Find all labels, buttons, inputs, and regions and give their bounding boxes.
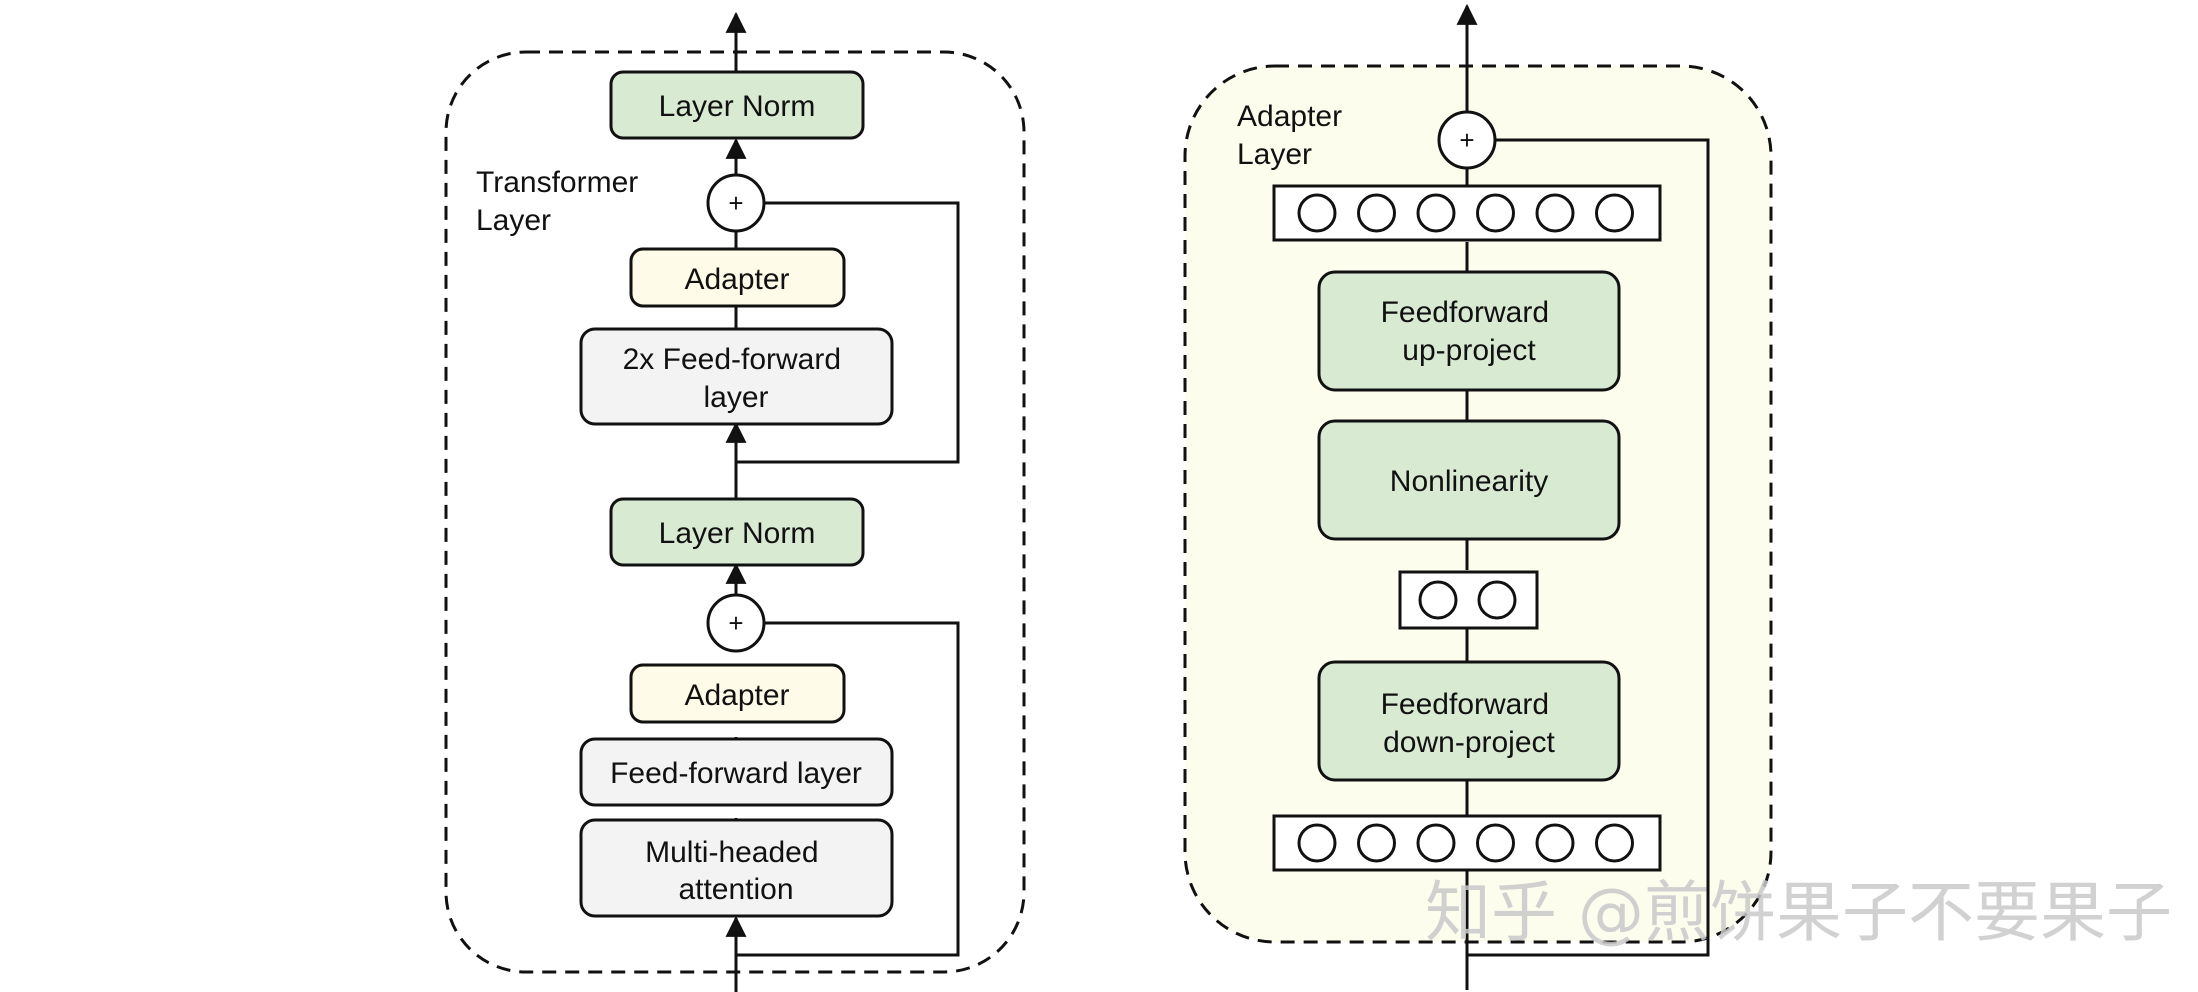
- adapter-block-bottom: Adapter: [629, 663, 846, 724]
- bottleneck-unit: [1418, 580, 1458, 620]
- input-unit: [1416, 823, 1456, 863]
- feed-forward-2x-block: 2x Feed-forward layer: [579, 327, 894, 426]
- output-unit: [1535, 193, 1575, 233]
- output-unit: [1476, 193, 1515, 233]
- adapter-block-top: Adapter: [629, 247, 846, 308]
- svg-text:Adapter: Adapter: [684, 679, 789, 712]
- nonlinearity-block: Nonlinearity: [1317, 419, 1621, 541]
- input-unit: [1535, 823, 1575, 863]
- svg-text:Adapter: Adapter: [684, 263, 789, 296]
- svg-text:Multi-headed attention: Multi-headed attention: [645, 836, 827, 906]
- svg-text:Layer Norm: Layer Norm: [659, 517, 816, 550]
- output-unit: [1357, 193, 1396, 233]
- svg-text:Feedforward up-project: Feedforward up-project: [1381, 296, 1558, 367]
- svg-text:+: +: [728, 608, 743, 638]
- svg-text:Layer Norm: Layer Norm: [659, 90, 816, 123]
- attention-block: Multi-headed attention: [579, 818, 894, 918]
- watermark: 知乎 @煎饼果子不要果子: [1425, 874, 2172, 951]
- output-unit: [1297, 193, 1337, 233]
- up-project-block: Feedforward up-project: [1317, 270, 1621, 392]
- output-unit: [1595, 193, 1634, 233]
- bottleneck-units-layer: [1398, 570, 1539, 630]
- transformer-layer-panel: Transformer Layer Multi-headed attention: [444, 11, 1026, 992]
- transformer-layer-label: Transformer Layer: [476, 166, 647, 237]
- adapter-layer-label: Adapter Layer: [1237, 100, 1350, 171]
- adapter-layer-panel: Adapter Layer Feedforward down-projec: [1183, 3, 1773, 990]
- layer-norm-top: Layer Norm: [609, 70, 865, 140]
- svg-text:Nonlinearity: Nonlinearity: [1390, 465, 1548, 498]
- adapter-flow-lines: [1456, 3, 1710, 990]
- svg-text:+: +: [1459, 125, 1474, 155]
- input-unit: [1357, 823, 1396, 863]
- input-unit: [1476, 823, 1515, 863]
- output-units-layer: [1272, 184, 1662, 242]
- input-units-layer: [1272, 814, 1662, 872]
- output-unit: [1416, 193, 1456, 233]
- plus-node-top: +: [706, 173, 766, 233]
- svg-text:Feed-forward layer: Feed-forward layer: [610, 757, 862, 790]
- svg-text:2x Feed-forward layer: 2x Feed-forward layer: [623, 343, 850, 414]
- down-project-block: Feedforward down-project: [1317, 660, 1621, 782]
- input-unit: [1297, 823, 1337, 863]
- layer-norm-bottom: Layer Norm: [609, 497, 865, 567]
- input-unit: [1595, 823, 1634, 863]
- svg-text:+: +: [728, 188, 743, 218]
- svg-text:Feedforward down-proje: Feedforward down-project: [1381, 688, 1558, 759]
- plus-node-bottom: +: [706, 593, 766, 653]
- bottleneck-unit: [1477, 580, 1517, 620]
- feed-forward-block: Feed-forward layer: [579, 737, 894, 807]
- adapter-plus-node: +: [1437, 110, 1497, 170]
